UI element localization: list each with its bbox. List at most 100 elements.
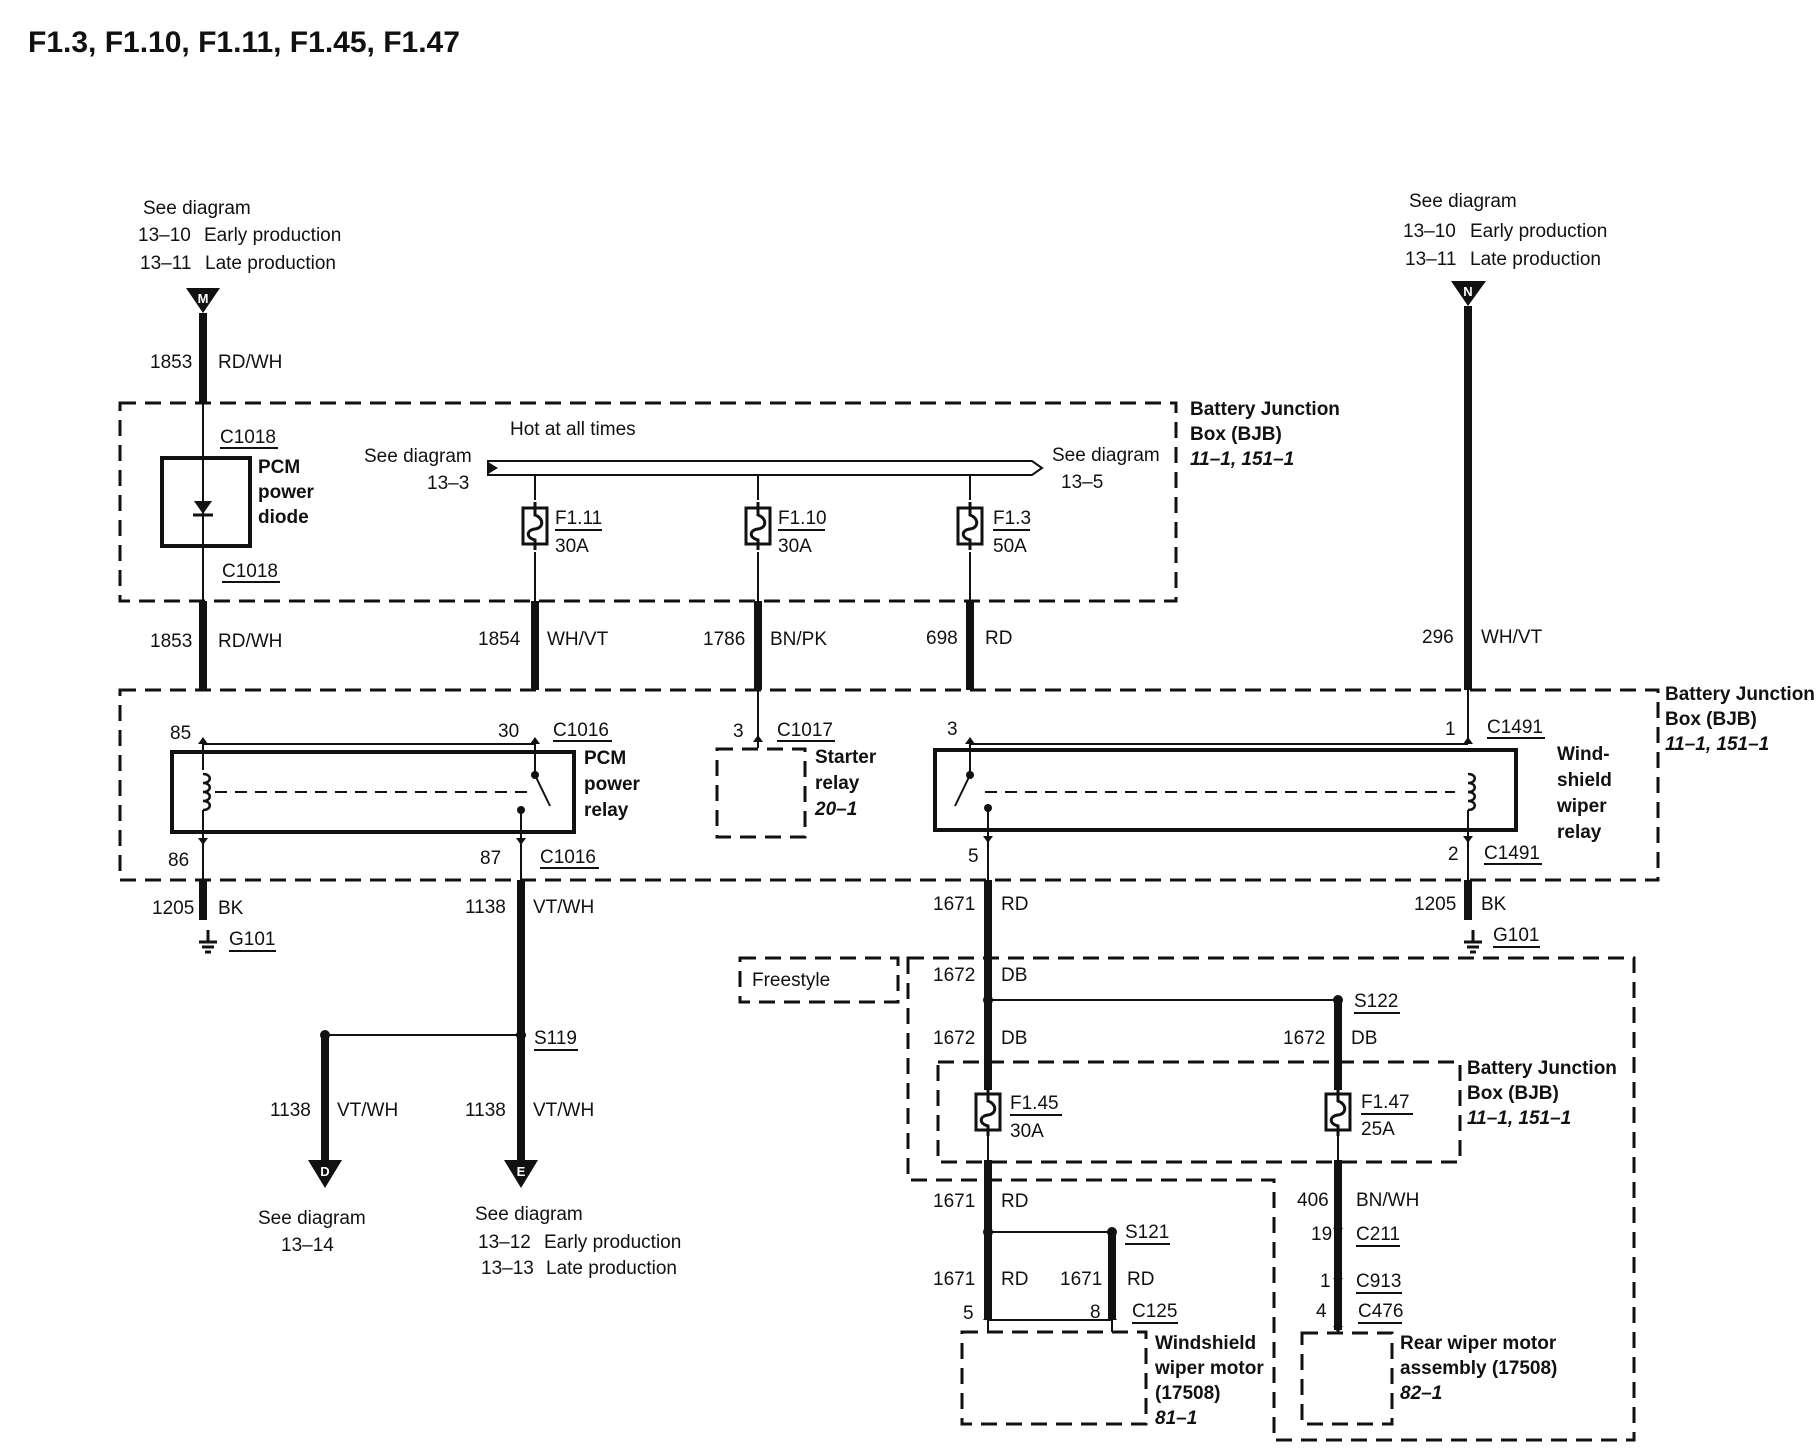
starter-relay-ref: 20–1 — [814, 799, 857, 820]
pcm-diode-label-line1: PCM — [258, 457, 300, 478]
connector-m-early-label: Early production — [204, 225, 341, 246]
wire-1138-e-color: VT/WH — [533, 1100, 594, 1121]
bjb-mid-name-line1: Battery Junction — [1665, 684, 1815, 705]
fuse-f1-10-rating: 30A — [778, 536, 812, 557]
wire-1138-d-color: VT/WH — [337, 1100, 398, 1121]
wiper-relay-pin1: 1 — [1445, 719, 1456, 740]
connector-e-late-label: Late production — [546, 1258, 677, 1279]
wire-1138-d-num: 1138 — [270, 1100, 311, 1121]
wiper-relay-pin3: 3 — [947, 719, 958, 740]
bjb-mid-name-line2: Box (BJB) — [1665, 709, 1757, 730]
connector-n-late-ref: 13–11 — [1405, 249, 1456, 270]
splice-s121-left-dot — [983, 1227, 993, 1237]
hot-at-all-times-label: Hot at all times — [510, 419, 636, 440]
connector-m-late-ref: 13–11 — [140, 253, 191, 274]
connector-d-letter: D — [320, 1164, 329, 1179]
fuse-f1-11-name: F1.11 — [555, 508, 602, 529]
pcm-relay-pin86: 86 — [168, 850, 189, 871]
pcm-relay-label-line1: PCM — [584, 748, 626, 769]
rear-motor-label-line1: Rear wiper motor — [1400, 1333, 1557, 1354]
bus-see-right-label: See diagram — [1052, 445, 1160, 466]
c211-label: C211 — [1356, 1224, 1400, 1245]
connector-e-arrow-icon — [504, 1160, 538, 1188]
pcm-relay-pin85: 85 — [170, 723, 191, 744]
wire-1854-num: 1854 — [478, 629, 521, 650]
wire-1205-left-color: BK — [218, 898, 244, 919]
power-bus-bar — [487, 460, 1044, 476]
wire-1671-b-num: 1671 — [933, 1191, 975, 1212]
c1491-top-label: C1491 — [1487, 717, 1543, 738]
wire-296-color: WH/VT — [1481, 627, 1543, 648]
c1018-top-label: C1018 — [220, 427, 276, 448]
pcm-relay-pin30: 30 — [498, 721, 519, 742]
wire-698-color: RD — [985, 628, 1012, 649]
c476-pin4: 4 — [1316, 1301, 1327, 1322]
freestyle-label: Freestyle — [752, 970, 830, 991]
connector-n-arrow-icon — [1451, 281, 1486, 306]
connector-e-late-ref: 13–13 — [481, 1258, 534, 1279]
splice-s121-dot — [1107, 1227, 1117, 1237]
bjb-mid-ref: 11–1, 151–1 — [1665, 734, 1769, 755]
connector-n-early-ref: 13–10 — [1403, 221, 1456, 242]
connector-n-see-label: See diagram — [1409, 191, 1517, 212]
c1016-top-label: C1016 — [553, 720, 609, 741]
fuse-f1-47-icon — [1324, 1086, 1352, 1138]
wire-698-num: 698 — [926, 628, 958, 649]
diagram-title: F1.3, F1.10, F1.11, F1.45, F1.47 — [28, 26, 460, 59]
connector-d-reference: D See diagram 13–14 — [258, 1160, 366, 1256]
freestyle-region — [906, 956, 1636, 1442]
windshield-wiper-motor-box — [960, 1330, 1148, 1426]
splice-s122-label: S122 — [1354, 991, 1398, 1012]
windshield-motor-label-line1: Windshield — [1155, 1333, 1256, 1354]
wire-406-num: 406 — [1297, 1190, 1329, 1211]
fuse-f1-3-name: F1.3 — [993, 508, 1031, 529]
wire-1672-b-num: 1672 — [933, 1028, 975, 1049]
connector-m-early-ref: 13–10 — [138, 225, 191, 246]
pcm-diode-label-line3: diode — [258, 507, 309, 528]
wire-1672-c-color: DB — [1351, 1028, 1377, 1049]
pcm-relay-pin87: 87 — [480, 848, 501, 869]
connector-m-letter: M — [198, 291, 209, 306]
pcm-relay-label-line3: relay — [584, 800, 629, 821]
splice-s119-left-dot — [320, 1030, 330, 1040]
wire-1671-d-color: RD — [1127, 1269, 1154, 1290]
connector-e-reference: E See diagram 13–12 Early production 13–… — [475, 1160, 681, 1279]
c125-label: C125 — [1132, 1301, 1177, 1322]
bjb-low-name-line1: Battery Junction — [1467, 1058, 1617, 1079]
connector-e-letter: E — [517, 1164, 526, 1179]
wire-1853-num: 1853 — [150, 631, 192, 652]
wire-1672-a-color: DB — [1001, 965, 1027, 986]
connector-e-early-ref: 13–12 — [478, 1232, 531, 1253]
c1018-bottom-label: C1018 — [222, 561, 278, 582]
connector-d-arrow-icon — [308, 1160, 342, 1188]
bjb-top-box — [118, 401, 1178, 603]
connector-m-reference: See diagram 13–10 Early production 13–11… — [138, 198, 341, 313]
windshield-motor-label-line3: (17508) — [1155, 1383, 1221, 1404]
splice-s119-dot — [516, 1030, 526, 1040]
c1491-bottom-label: C1491 — [1484, 843, 1540, 864]
fuse-f1-45-icon — [974, 1086, 1002, 1138]
wire-1138-num: 1138 — [465, 897, 506, 918]
wire-1138-e-num: 1138 — [465, 1100, 506, 1121]
wire-296-num: 296 — [1422, 627, 1454, 648]
wire-1205-right-num: 1205 — [1414, 894, 1456, 915]
wire-1672-b-color: DB — [1001, 1028, 1027, 1049]
c211-pin19: 19 — [1311, 1224, 1332, 1245]
fuse-f1-3-icon — [956, 500, 984, 552]
c1017-label: C1017 — [777, 720, 833, 741]
fuse-f1-47-name: F1.47 — [1361, 1092, 1410, 1113]
bus-see-left-ref: 13–3 — [427, 473, 469, 494]
pcm-relay-label-line2: power — [584, 774, 641, 795]
pcm-power-relay — [170, 737, 576, 880]
bjb-top-name-line1: Battery Junction — [1190, 399, 1340, 420]
c1016-bottom-label: C1016 — [540, 847, 596, 868]
wire-1671-c-num: 1671 — [933, 1269, 975, 1290]
fuse-f1-45-rating: 30A — [1010, 1121, 1044, 1142]
fuse-f1-3-rating: 50A — [993, 536, 1027, 557]
wiper-relay-pin2: 2 — [1448, 844, 1459, 865]
wiper-relay-label-line3: wiper — [1556, 796, 1607, 817]
wiper-relay-label-line2: shield — [1557, 770, 1612, 791]
fuse-f1-11-icon — [521, 500, 549, 552]
wire-1205-right-color: BK — [1481, 894, 1507, 915]
